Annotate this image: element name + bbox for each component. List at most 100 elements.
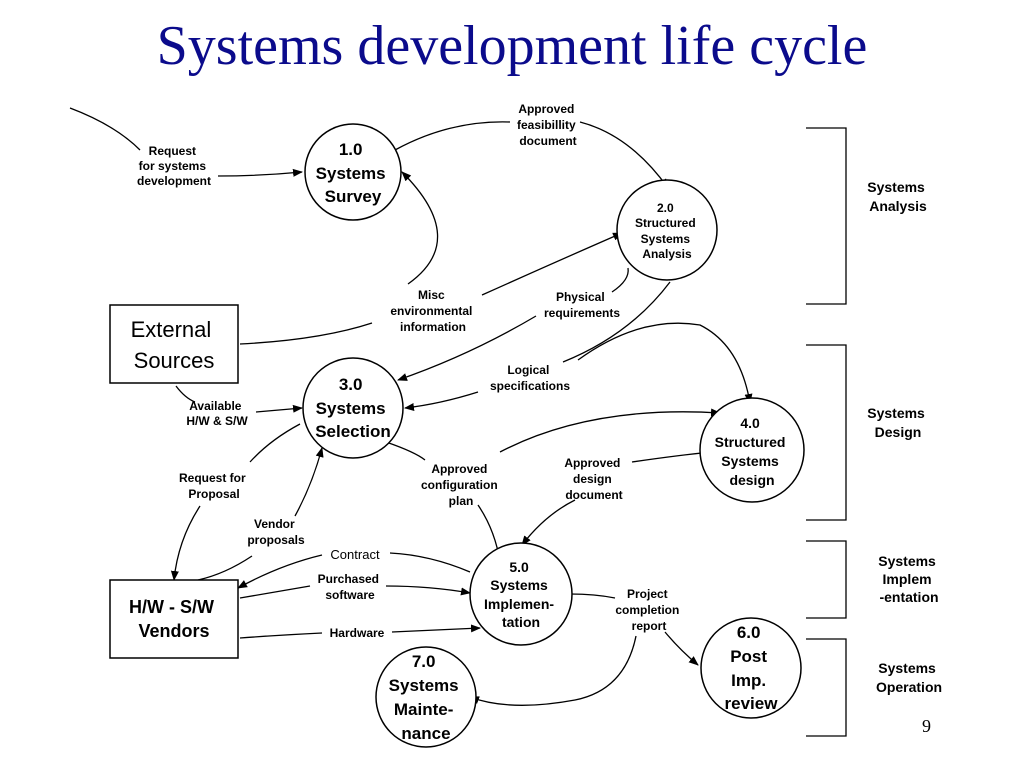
phase-operation: Systems Operation bbox=[876, 660, 942, 695]
process-7-line2: Systems bbox=[389, 676, 459, 695]
label-approved-config: Approved configuration plan bbox=[421, 462, 501, 508]
phase-analysis: Systems Analysis bbox=[867, 179, 928, 214]
bracket-implementation bbox=[806, 540, 847, 619]
label-request-systems-dev: Request for systems development bbox=[137, 144, 211, 188]
flow-line-p5-to-report bbox=[569, 593, 616, 599]
process-4-number: 4.0 bbox=[740, 415, 760, 431]
process-5-systems-implementation: 5.0 Systems Implemen- tation bbox=[469, 542, 573, 646]
phase-design: Systems Design bbox=[867, 405, 928, 440]
flow-line-misc-to-p2 bbox=[481, 232, 623, 296]
process-7-systems-maintenance: 7.0 Systems Mainte- nance bbox=[375, 646, 477, 748]
label-physical-req: Physical requirements bbox=[544, 290, 620, 320]
flow-line-logical-from-p2 bbox=[562, 281, 671, 363]
process-7-number: 7.0 bbox=[412, 652, 436, 671]
flow-line-p3-to-rfp bbox=[249, 423, 301, 463]
process-4-line3: Systems bbox=[721, 453, 779, 469]
svg-text:6.0 Post Imp.: 6.0 Post Imp. review bbox=[725, 623, 779, 713]
svg-text:H/W - S/W Vendors: H/W - S/W Vendors bbox=[129, 597, 219, 641]
process-5-line3: Implemen- bbox=[484, 596, 554, 612]
flow-line-request-systems-dev-to-p1 bbox=[217, 168, 303, 177]
process-1-line3: Survey bbox=[325, 187, 382, 206]
process-1-systems-survey: 1.0 Systems Survey bbox=[304, 123, 402, 221]
svg-text:4.0 Structured Sys: 4.0 Structured Systems design bbox=[715, 415, 790, 488]
svg-text:5.0 Systems Implem: 5.0 Systems Implemen- tation bbox=[484, 559, 558, 630]
label-approved-feasibility: Approved feasibillity document bbox=[517, 102, 579, 148]
svg-text:1.0 Systems Survey: 1.0 Systems Survey bbox=[316, 140, 391, 206]
slide-title: Systems development life cycle bbox=[156, 15, 868, 77]
label-contract: Contract bbox=[330, 547, 380, 562]
flow-line-ext-to-p2 bbox=[239, 322, 373, 345]
process-6-post-imp-review: 6.0 Post Imp. review bbox=[700, 617, 802, 719]
process-6-line2: Post bbox=[730, 647, 767, 666]
process-7-line4: nance bbox=[401, 724, 450, 743]
process-5-number: 5.0 bbox=[509, 559, 529, 575]
process-2-line4: Analysis bbox=[642, 247, 692, 261]
flow-line-report-to-p7 bbox=[469, 635, 637, 706]
entity-external-sources-line2: Sources bbox=[134, 348, 215, 373]
page-number: 9 bbox=[922, 716, 931, 736]
process-5-line2: Systems bbox=[490, 577, 548, 593]
process-2-structured-systems-analysis: 2.0 Structured Systems Analysis bbox=[616, 179, 718, 281]
flow-line-contract bbox=[238, 552, 471, 588]
flow-line-software-to-p5 bbox=[385, 585, 471, 596]
flow-line-purchased-software bbox=[239, 585, 311, 599]
flow-line-available-to-p3 bbox=[255, 404, 303, 413]
process-3-systems-selection: 3.0 Systems Selection bbox=[302, 357, 404, 459]
flow-line-config-to-p4 bbox=[499, 408, 721, 453]
process-4-line2: Structured bbox=[715, 434, 786, 450]
svg-text:2.0 Structured Sys: 2.0 Structured Systems Analysis bbox=[635, 201, 699, 261]
bracket-design bbox=[806, 344, 847, 521]
bracket-analysis bbox=[806, 127, 847, 305]
process-4-structured-systems-design: 4.0 Structured Systems design bbox=[699, 397, 805, 503]
label-vendor-proposals: Vendor proposals bbox=[247, 517, 305, 547]
label-request-proposal: Request for Proposal bbox=[179, 471, 249, 501]
label-project-completion: Project completion report bbox=[615, 587, 682, 633]
process-2-number: 2.0 bbox=[657, 201, 674, 215]
label-misc-env: Misc environmental information bbox=[390, 288, 475, 334]
label-available-hw-sw: Available H/W & S/W bbox=[186, 399, 248, 428]
svg-text:External Sources: External Sources bbox=[131, 317, 218, 373]
flow-line-approved-feasibility bbox=[394, 121, 668, 188]
entity-vendors-line1: H/W - S/W bbox=[129, 597, 214, 617]
process-2-line2: Structured bbox=[635, 216, 696, 230]
flow-line-design-to-p5 bbox=[521, 499, 576, 546]
flow-line-logical-to-p4 bbox=[577, 322, 753, 404]
entity-vendors-line2: Vendors bbox=[138, 621, 209, 641]
flow-line-vendors-to-vp bbox=[197, 555, 253, 581]
entity-external-sources-line1: External bbox=[131, 317, 212, 342]
flow-line-misc-env-to-p1 bbox=[401, 171, 439, 285]
flow-line-physical-to-p3 bbox=[397, 315, 537, 381]
flow-line-request-systems-dev bbox=[69, 107, 141, 151]
flow-line-report-to-p6 bbox=[664, 631, 699, 666]
svg-text:3.0 Systems Select: 3.0 Systems Selection bbox=[315, 375, 391, 441]
entity-hw-sw-vendors: H/W - S/W Vendors bbox=[109, 579, 239, 659]
flow-line-hardware bbox=[239, 628, 480, 639]
process-1-number: 1.0 bbox=[339, 140, 363, 159]
label-purchased-software: Purchased software bbox=[318, 572, 383, 602]
label-hardware: Hardware bbox=[330, 626, 385, 640]
process-3-number: 3.0 bbox=[339, 375, 363, 394]
flow-line-rfp-to-vendors bbox=[170, 505, 201, 581]
svg-text:7.0 Systems Mainte: 7.0 Systems Mainte- nance bbox=[389, 652, 464, 743]
flow-line-logical-to-p3 bbox=[404, 391, 479, 411]
label-approved-design: Approved design document bbox=[564, 456, 623, 502]
process-6-number: 6.0 bbox=[737, 623, 761, 642]
process-4-line4: design bbox=[729, 472, 774, 488]
process-5-line4: tation bbox=[502, 614, 540, 630]
phase-implementation: Systems Implem -entation bbox=[878, 553, 939, 605]
entity-external-sources: External Sources bbox=[109, 304, 239, 384]
bracket-operation bbox=[806, 638, 847, 737]
process-2-line3: Systems bbox=[641, 232, 691, 246]
process-6-line3: Imp. bbox=[731, 671, 766, 690]
flow-line-physical-req bbox=[611, 267, 629, 293]
process-3-line3: Selection bbox=[315, 422, 391, 441]
flow-line-vp-to-p3 bbox=[294, 447, 324, 517]
label-logical-spec: Logical specifications bbox=[490, 363, 570, 393]
process-7-line3: Mainte- bbox=[394, 700, 454, 719]
flow-line-ext-to-available bbox=[175, 385, 196, 403]
process-1-line2: Systems bbox=[316, 164, 386, 183]
process-3-line2: Systems bbox=[316, 399, 386, 418]
process-6-line4: review bbox=[725, 694, 779, 713]
flow-line-p3-to-config bbox=[385, 441, 426, 461]
